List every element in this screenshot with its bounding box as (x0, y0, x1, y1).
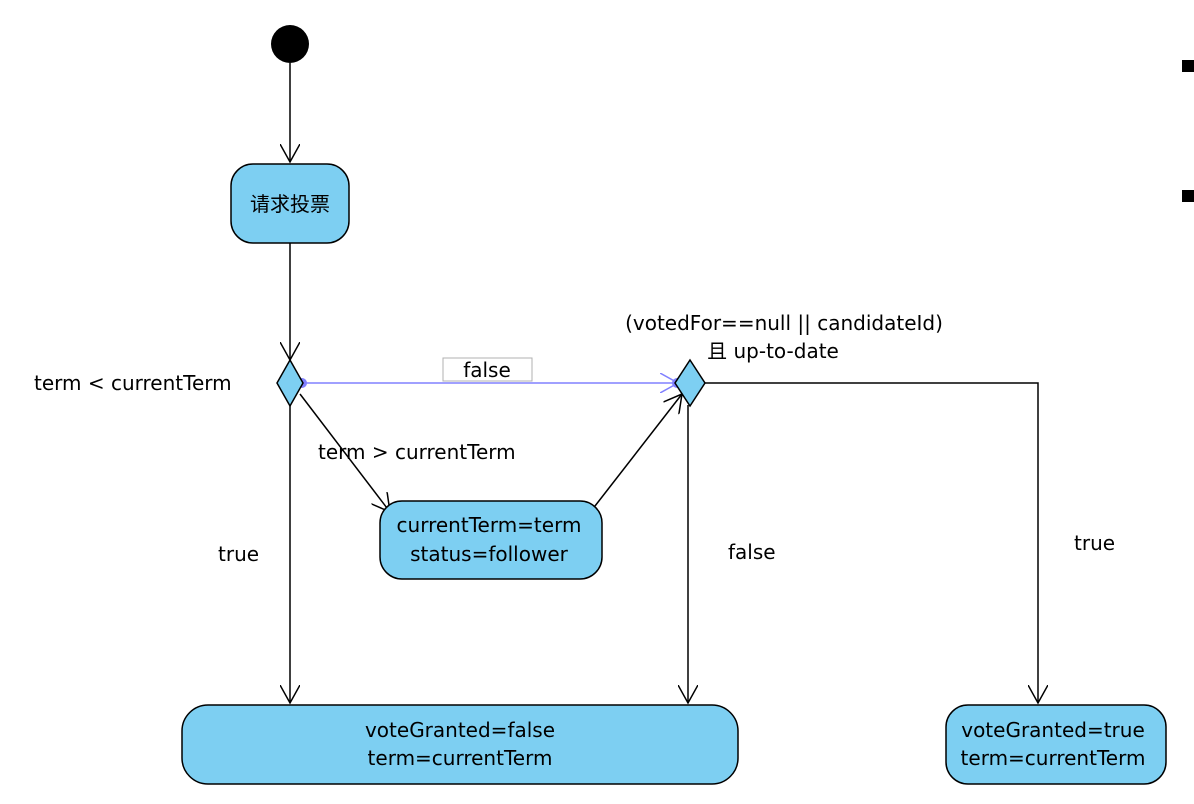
grant-vote-node (945, 704, 1167, 785)
term-false-label-box (442, 357, 533, 382)
term-check-label: term < currentTerm (34, 371, 232, 395)
reject-vote-node (181, 704, 739, 785)
bullet-marker-1 (1182, 60, 1194, 72)
vote-false-label: false (728, 540, 776, 564)
bullet-marker-2 (1182, 190, 1194, 202)
update-term-line-1: currentTerm=term (397, 513, 582, 537)
vote-true-label: true (1074, 531, 1115, 555)
term-true-label: true (218, 542, 259, 566)
vote-check-line-1: (votedFor==null || candidateId) (625, 311, 943, 335)
reject-vote-line-2: term=currentTerm (368, 746, 553, 770)
term-gt-label: term > currentTerm (318, 440, 516, 464)
reject-vote-line-1: voteGranted=false (365, 718, 555, 742)
edge-update-to-vote-decision (594, 394, 682, 507)
request-vote-node (230, 163, 350, 244)
vote-check-line-2: 且 up-to-date (707, 339, 839, 363)
edge-term-gt (299, 393, 390, 512)
update-term-line-2: status=follower (410, 542, 569, 566)
grant-vote-line-1: voteGranted=true (961, 718, 1145, 742)
term-decision-diamond (276, 358, 304, 408)
edge-vote-true (705, 382, 1038, 703)
update-term-node (379, 500, 603, 580)
vote-decision-diamond (674, 358, 706, 408)
request-vote-label: 请求投票 (250, 192, 330, 216)
grant-vote-line-2: term=currentTerm (961, 746, 1146, 770)
term-false-label: false (463, 358, 511, 382)
start-node (271, 25, 309, 63)
